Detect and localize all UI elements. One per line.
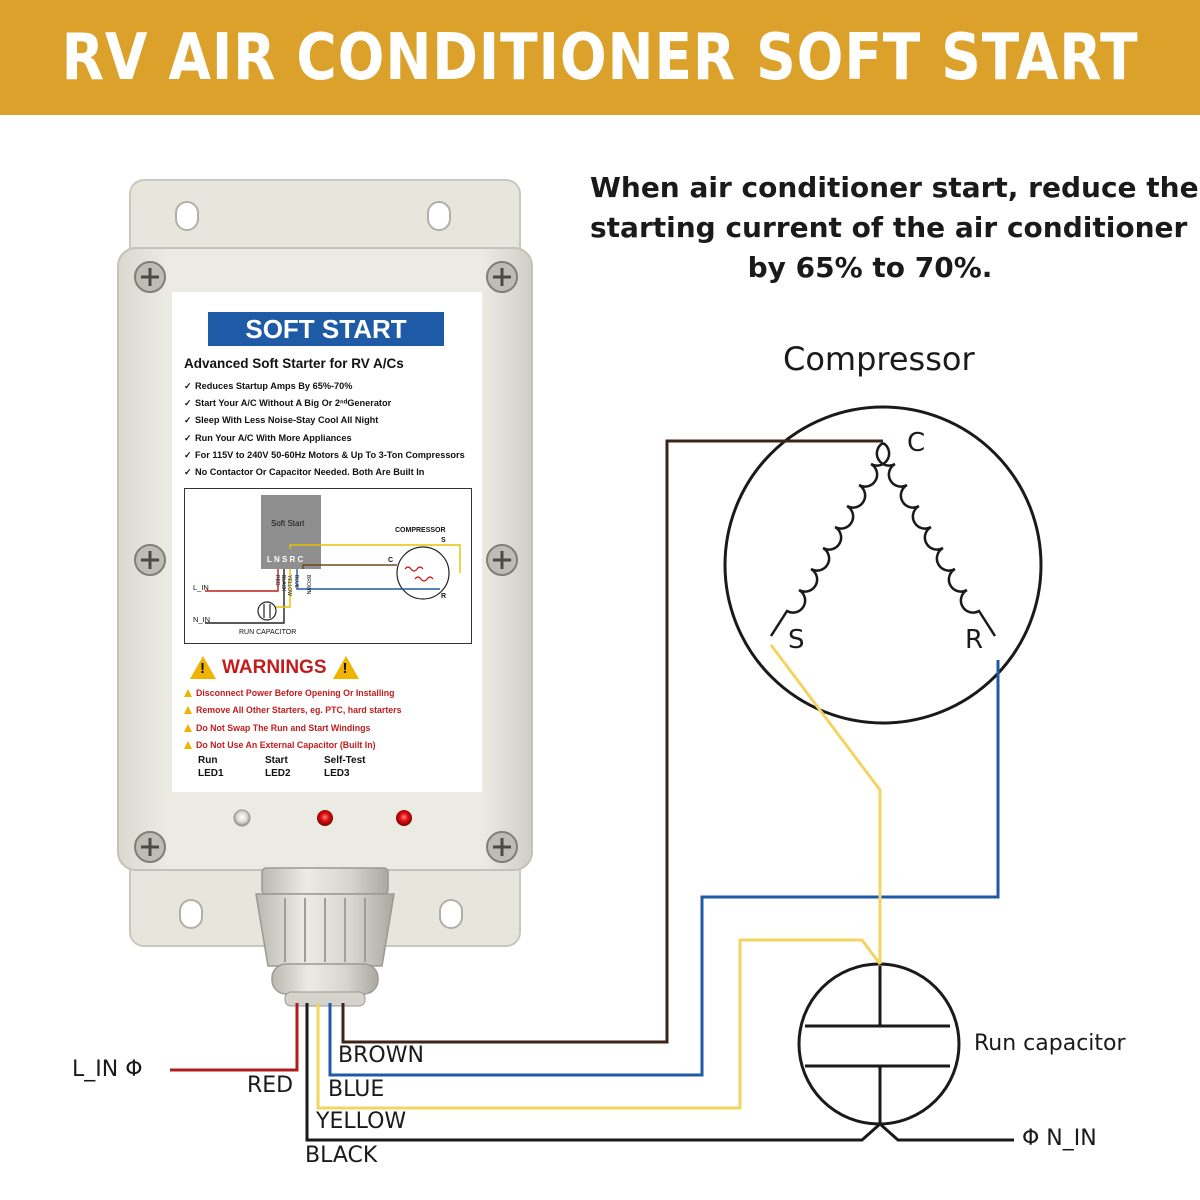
mini-compressor: COMPRESSOR [395,527,446,534]
headline-line-2: starting current of the air conditioner [590,211,1188,244]
led-self-test-icon [396,810,412,826]
list-item: Remove All Other Starters, eg. PTC, hard… [184,702,402,719]
mini-terminal-c: C [388,557,394,564]
warning-list: Disconnect Power Before Opening Or Insta… [184,685,402,754]
mini-wire-red: RED [274,575,280,586]
list-item: ✓Sleep With Less Noise-Stay Cool All Nig… [184,412,465,429]
warning-icon [190,656,216,679]
warning-icon [184,723,192,732]
check-icon: ✓ [184,466,192,477]
compressor-winding-icon [769,441,997,637]
warning-icon [332,656,359,679]
page-title: RV AIR CONDITIONER SOFT START [61,20,1139,95]
list-item: Disconnect Power Before Opening Or Insta… [184,685,402,702]
check-icon: ✓ [184,432,192,443]
mini-wire-brown: BROWN [305,575,311,595]
mini-run-capacitor: RUN CAPACITOR [239,629,297,636]
warning-icon [184,689,192,697]
wire-yellow-s [769,644,882,964]
mini-n-in: N_IN [193,615,211,624]
list-item: ✓No Contactor Or Capacitor Needed. Both … [184,464,465,481]
list-item: ✓Run Your A/C With More Appliances [184,430,465,447]
label-subtitle: Advanced Soft Starter for RV A/Cs [184,356,404,371]
headline-line-3: by 65% to 70%. [747,251,993,284]
mini-box-label: Soft Start [271,519,305,528]
mini-l-in: L_IN [193,583,209,592]
mini-terminal-r: R [441,593,447,600]
warning-icon [184,740,192,749]
wire-blue-label: BLUE [328,1077,385,1102]
device-label: SOFT START Advanced Soft Starter for RV … [172,292,482,792]
headline-line-1: When air conditioner start, reduce the [590,171,1199,204]
list-item: Do Not Swap The Run and Start Windings [184,720,402,737]
led-run-icon [233,809,251,827]
mini-wire-blue: BLUE [293,575,299,589]
mini-wire-black: BLACK [280,575,286,592]
wire-blue [328,660,1000,1077]
warning-icon [184,706,192,715]
feature-list: ✓Reduces Startup Amps By 65%-70% ✓Start … [184,378,465,481]
n-in-label: Φ N_IN [1022,1126,1097,1151]
list-item: ✓For 115V to 240V 50-60Hz Motors & Up To… [184,447,465,464]
terminal-r-label: R [965,625,984,655]
wire-brown [341,439,883,1044]
list-item: Do Not Use An External Capacitor (Built … [184,737,402,754]
compressor-title: Compressor [783,340,975,378]
check-icon: ✓ [184,398,192,409]
compressor-circle [723,405,1043,725]
title-banner: RV AIR CONDITIONER SOFT START [0,0,1200,115]
mini-terminals: L N S R C [267,555,304,564]
screw-icon [134,261,518,863]
list-item: ✓Reduces Startup Amps By 65%-70% [184,378,465,395]
wire-red-label: RED [247,1073,294,1098]
list-item: ✓Start Your A/C Without A Big Or 2ⁿᵈGene… [184,395,465,412]
headline: When air conditioner start, reduce the s… [590,168,1199,288]
check-icon: ✓ [184,449,192,460]
run-capacitor-label: Run capacitor [974,1031,1126,1056]
l-in-label: L_IN Φ [72,1057,143,1082]
check-icon: ✓ [184,415,192,426]
wire-black-label: BLACK [305,1143,378,1168]
led-start-icon [317,810,333,826]
mini-terminal-s: S [441,537,446,544]
cable-gland-icon [255,867,395,1007]
warnings-heading: WARNINGS [184,656,365,679]
mini-wiring-diagram: Soft Start L N S R C COMPRESSOR L_IN N_I… [184,488,472,644]
wire-brown-label: BROWN [338,1043,424,1068]
check-icon: ✓ [184,381,192,391]
wire-yellow-label: YELLOW [316,1109,407,1134]
label-title: SOFT START [208,312,444,346]
mini-diagram-graphic [205,495,461,624]
wire-yellow [316,938,882,1110]
terminal-s-label: S [788,625,805,655]
terminal-c-label: C [907,428,926,458]
mini-wire-yellow: YELLOW [286,575,292,596]
wire-red [170,1003,299,1072]
wire-black [305,1003,1014,1142]
